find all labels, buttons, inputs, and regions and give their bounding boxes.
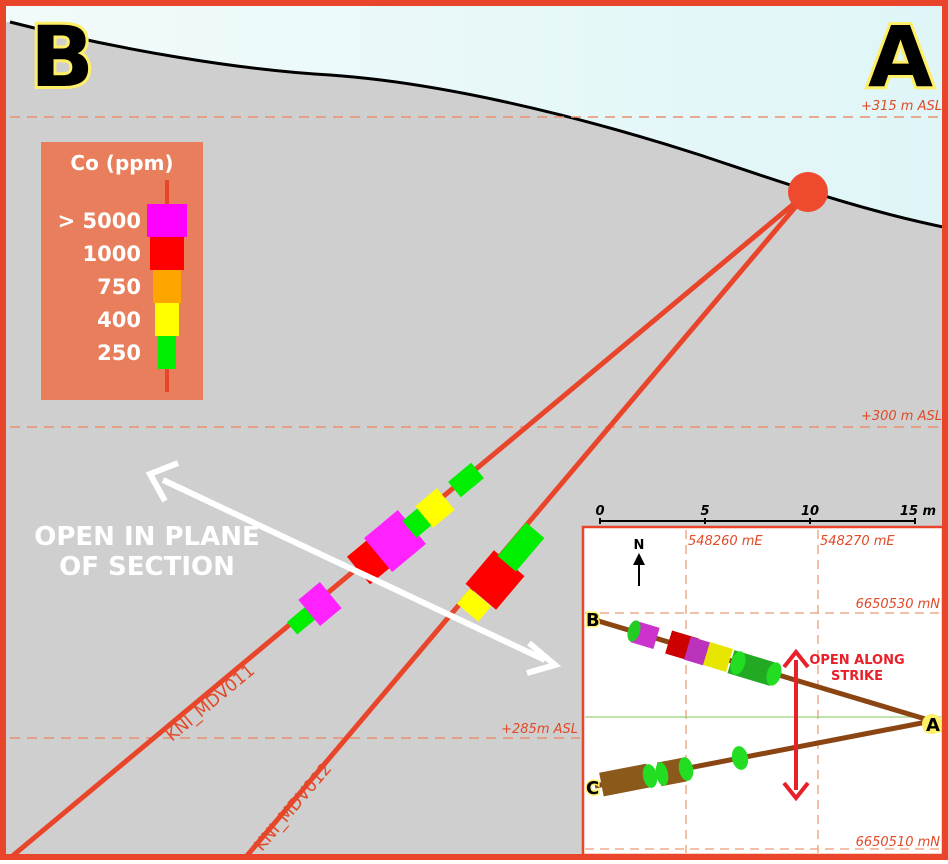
open-in-plane-label-line2: OF SECTION bbox=[59, 552, 235, 582]
cobalt-legend: Co (ppm) > 5000 1000 750 400 250 bbox=[41, 142, 203, 400]
legend-label-750: 750 bbox=[97, 275, 141, 299]
northing-label-6650510: 6650510 mN bbox=[856, 835, 941, 850]
legend-swatch-750 bbox=[153, 270, 181, 303]
interval-250 bbox=[402, 508, 432, 538]
inset-point-b: B bbox=[586, 610, 600, 631]
legend-swatch-400 bbox=[155, 303, 179, 336]
open-along-strike-label-line2: STRIKE bbox=[831, 669, 883, 684]
inset-point-c: C bbox=[586, 778, 599, 799]
interval-1000 bbox=[346, 537, 394, 585]
inset-frame bbox=[581, 525, 945, 857]
open-in-plane-label-line1: OPEN IN PLANE bbox=[34, 522, 259, 552]
section-end-label-b: B bbox=[30, 8, 94, 106]
elevation-label-315: +315 m ASL bbox=[861, 99, 942, 114]
interval-5000 bbox=[298, 581, 342, 627]
easting-label-548260: 548260 mE bbox=[688, 534, 763, 549]
inset-point-a: A bbox=[926, 715, 940, 736]
intervals-mdv011 bbox=[286, 462, 484, 635]
north-arrow-icon bbox=[633, 553, 645, 586]
north-label: N bbox=[634, 538, 645, 553]
scale-tick-10: 10 bbox=[801, 504, 819, 519]
interval-250 bbox=[448, 462, 484, 498]
scale-tick-5: 5 bbox=[700, 504, 709, 519]
open-in-plane-arrow bbox=[145, 460, 562, 676]
collar-marker bbox=[788, 172, 828, 212]
inset-intervals-b-a bbox=[627, 620, 782, 686]
scale-tick-0: 0 bbox=[595, 504, 604, 519]
inset-grid bbox=[585, 530, 941, 853]
scale-bar bbox=[599, 518, 916, 524]
northing-label-6650530: 6650530 mN bbox=[856, 597, 941, 612]
plan-view-inset: 548260 mE 548270 mE 6650530 mN 6650510 m… bbox=[581, 525, 945, 857]
interval-400 bbox=[456, 588, 492, 622]
legend-label-5000: > 5000 bbox=[58, 209, 141, 233]
legend-label-400: 400 bbox=[97, 308, 141, 332]
inset-point-a-marker bbox=[922, 714, 942, 734]
inset-intervals-c-a bbox=[599, 746, 749, 797]
scale-tick-15: 15 m bbox=[900, 504, 936, 519]
elevation-label-285: +285m ASL bbox=[501, 722, 578, 737]
open-along-strike-arrow bbox=[782, 648, 810, 802]
interval-250 bbox=[497, 522, 545, 572]
legend-swatch-5000 bbox=[147, 204, 187, 237]
section-end-label-a: A bbox=[868, 8, 933, 106]
elevation-label-300: +300 m ASL bbox=[861, 409, 942, 424]
open-along-strike-label-line1: OPEN ALONG bbox=[809, 653, 904, 668]
intervals-mdv012 bbox=[456, 522, 545, 622]
legend-label-1000: 1000 bbox=[83, 242, 141, 266]
easting-label-548270: 548270 mE bbox=[820, 534, 895, 549]
legend-title: Co (ppm) bbox=[70, 151, 173, 175]
interval-400 bbox=[415, 488, 455, 528]
legend-label-250: 250 bbox=[97, 341, 141, 365]
legend-swatch-250 bbox=[158, 336, 176, 369]
elevation-gridlines bbox=[10, 116, 940, 739]
legend-swatch-1000 bbox=[150, 237, 184, 270]
